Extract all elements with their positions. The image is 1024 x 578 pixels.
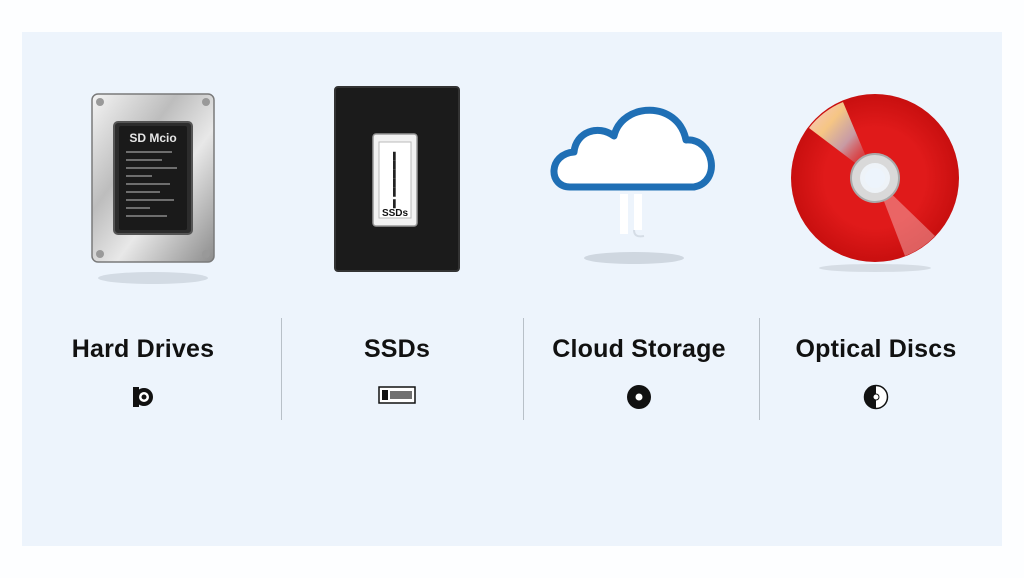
category-label-optical-discs: Optical Discs	[795, 335, 957, 363]
column-divider	[281, 318, 282, 420]
column-divider	[759, 318, 760, 420]
optical-disc-icon	[863, 384, 889, 415]
storage-types-panel: SD Mcio Hard Drives	[22, 32, 1002, 546]
category-ssds: ▬▬▬▬▬ ▬ SSDs SSDs	[276, 32, 518, 546]
category-hard-drives: SD Mcio Hard Drives	[22, 32, 264, 546]
svg-text:▬▬▬▬▬ ▬: ▬▬▬▬▬ ▬	[391, 152, 401, 209]
category-cloud-storage: Cloud Storage	[518, 32, 760, 546]
hard-drive-icon	[130, 384, 156, 415]
category-label-cloud-storage: Cloud Storage	[552, 335, 726, 363]
cloud-image	[518, 82, 760, 322]
category-label-hard-drives: Hard Drives	[71, 335, 215, 363]
optical-disc-image	[755, 82, 997, 322]
ssd-label-text: SSDs	[382, 208, 409, 219]
category-label-ssds: SSDs	[363, 335, 431, 363]
cloud-icon	[626, 384, 652, 415]
category-optical-discs: Optical Discs	[755, 32, 997, 546]
ssd-image: ▬▬▬▬▬ ▬ SSDs	[276, 82, 518, 322]
hard-drive-image: SD Mcio	[22, 82, 264, 322]
hard-drive-label-text: SD Mcio	[129, 131, 176, 145]
column-divider	[523, 318, 524, 420]
ssd-icon	[378, 384, 416, 411]
